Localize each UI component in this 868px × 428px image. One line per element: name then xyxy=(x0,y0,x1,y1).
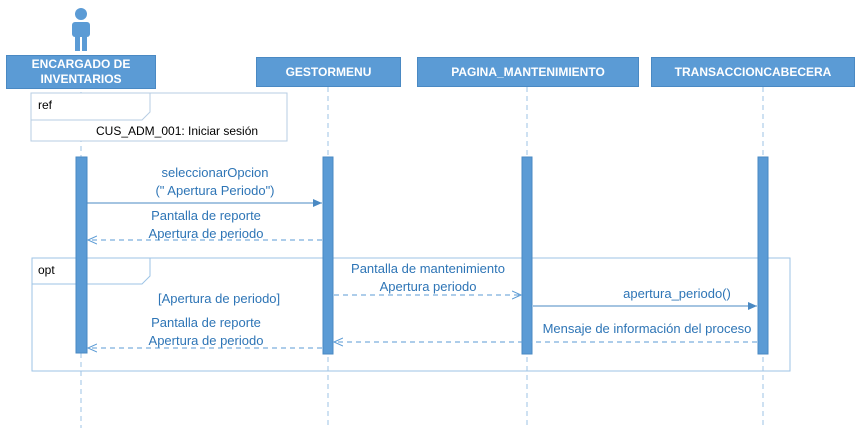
activation-gestormenu xyxy=(322,156,334,355)
opt-fragment xyxy=(31,257,791,372)
opt-guard: [Apertura de periodo] xyxy=(158,291,281,306)
lifeline-gestormenu-label: GESTORMENU xyxy=(285,64,372,79)
message-label-m5: Mensaje de información del proceso xyxy=(536,320,758,338)
lifeline-head-pagina: PAGINA_MANTENIMIENTO xyxy=(417,57,639,87)
message-label-m1: seleccionarOpcion (" Apertura Periodo") xyxy=(150,164,280,200)
ref-tag: ref xyxy=(38,98,53,112)
message-m6-line-2: Apertura de periodo xyxy=(148,333,264,348)
message-m1-line-1: seleccionarOpcion xyxy=(161,165,269,180)
message-m4-line-1: apertura_periodo() xyxy=(623,286,731,301)
opt-tag: opt xyxy=(38,263,55,277)
activation-encargado xyxy=(75,156,88,354)
lifeline-encargado-label: ENCARGADO DE INVENTARIOS xyxy=(31,57,131,86)
message-m3-line-2: Apertura periodo xyxy=(379,279,477,294)
lifeline-head-gestormenu: GESTORMENU xyxy=(256,57,401,87)
message-m5-line-1: Mensaje de información del proceso xyxy=(542,321,752,336)
lifeline-head-transaccion: TRANSACCIONCABECERA xyxy=(651,57,855,87)
actor-icon xyxy=(72,8,90,51)
ref-fragment xyxy=(30,92,288,142)
lifeline-head-encargado: ENCARGADO DE INVENTARIOS xyxy=(6,55,156,89)
message-m1-line-2: (" Apertura Periodo") xyxy=(155,183,275,198)
message-m2-line-1: Pantalla de reporte xyxy=(151,208,261,223)
lifeline-pagina-label: PAGINA_MANTENIMIENTO xyxy=(451,64,605,79)
message-m3-line-1: Pantalla de mantenimiento xyxy=(351,261,505,276)
message-label-m4: apertura_periodo() xyxy=(612,285,742,303)
activation-transaccion xyxy=(757,156,769,355)
message-label-m2: Pantalla de reporte Apertura de periodo xyxy=(138,207,274,243)
activation-pagina xyxy=(521,156,533,355)
message-label-m3: Pantalla de mantenimiento Apertura perio… xyxy=(342,260,514,296)
lifeline-transaccion-label: TRANSACCIONCABECERA xyxy=(674,64,832,79)
ref-text: CUS_ADM_001: Iniciar sesión xyxy=(96,124,259,138)
message-m2-line-2: Apertura de periodo xyxy=(148,226,264,241)
message-label-m6: Pantalla de reporte Apertura de periodo xyxy=(138,314,274,350)
message-m6-line-1: Pantalla de reporte xyxy=(151,315,261,330)
